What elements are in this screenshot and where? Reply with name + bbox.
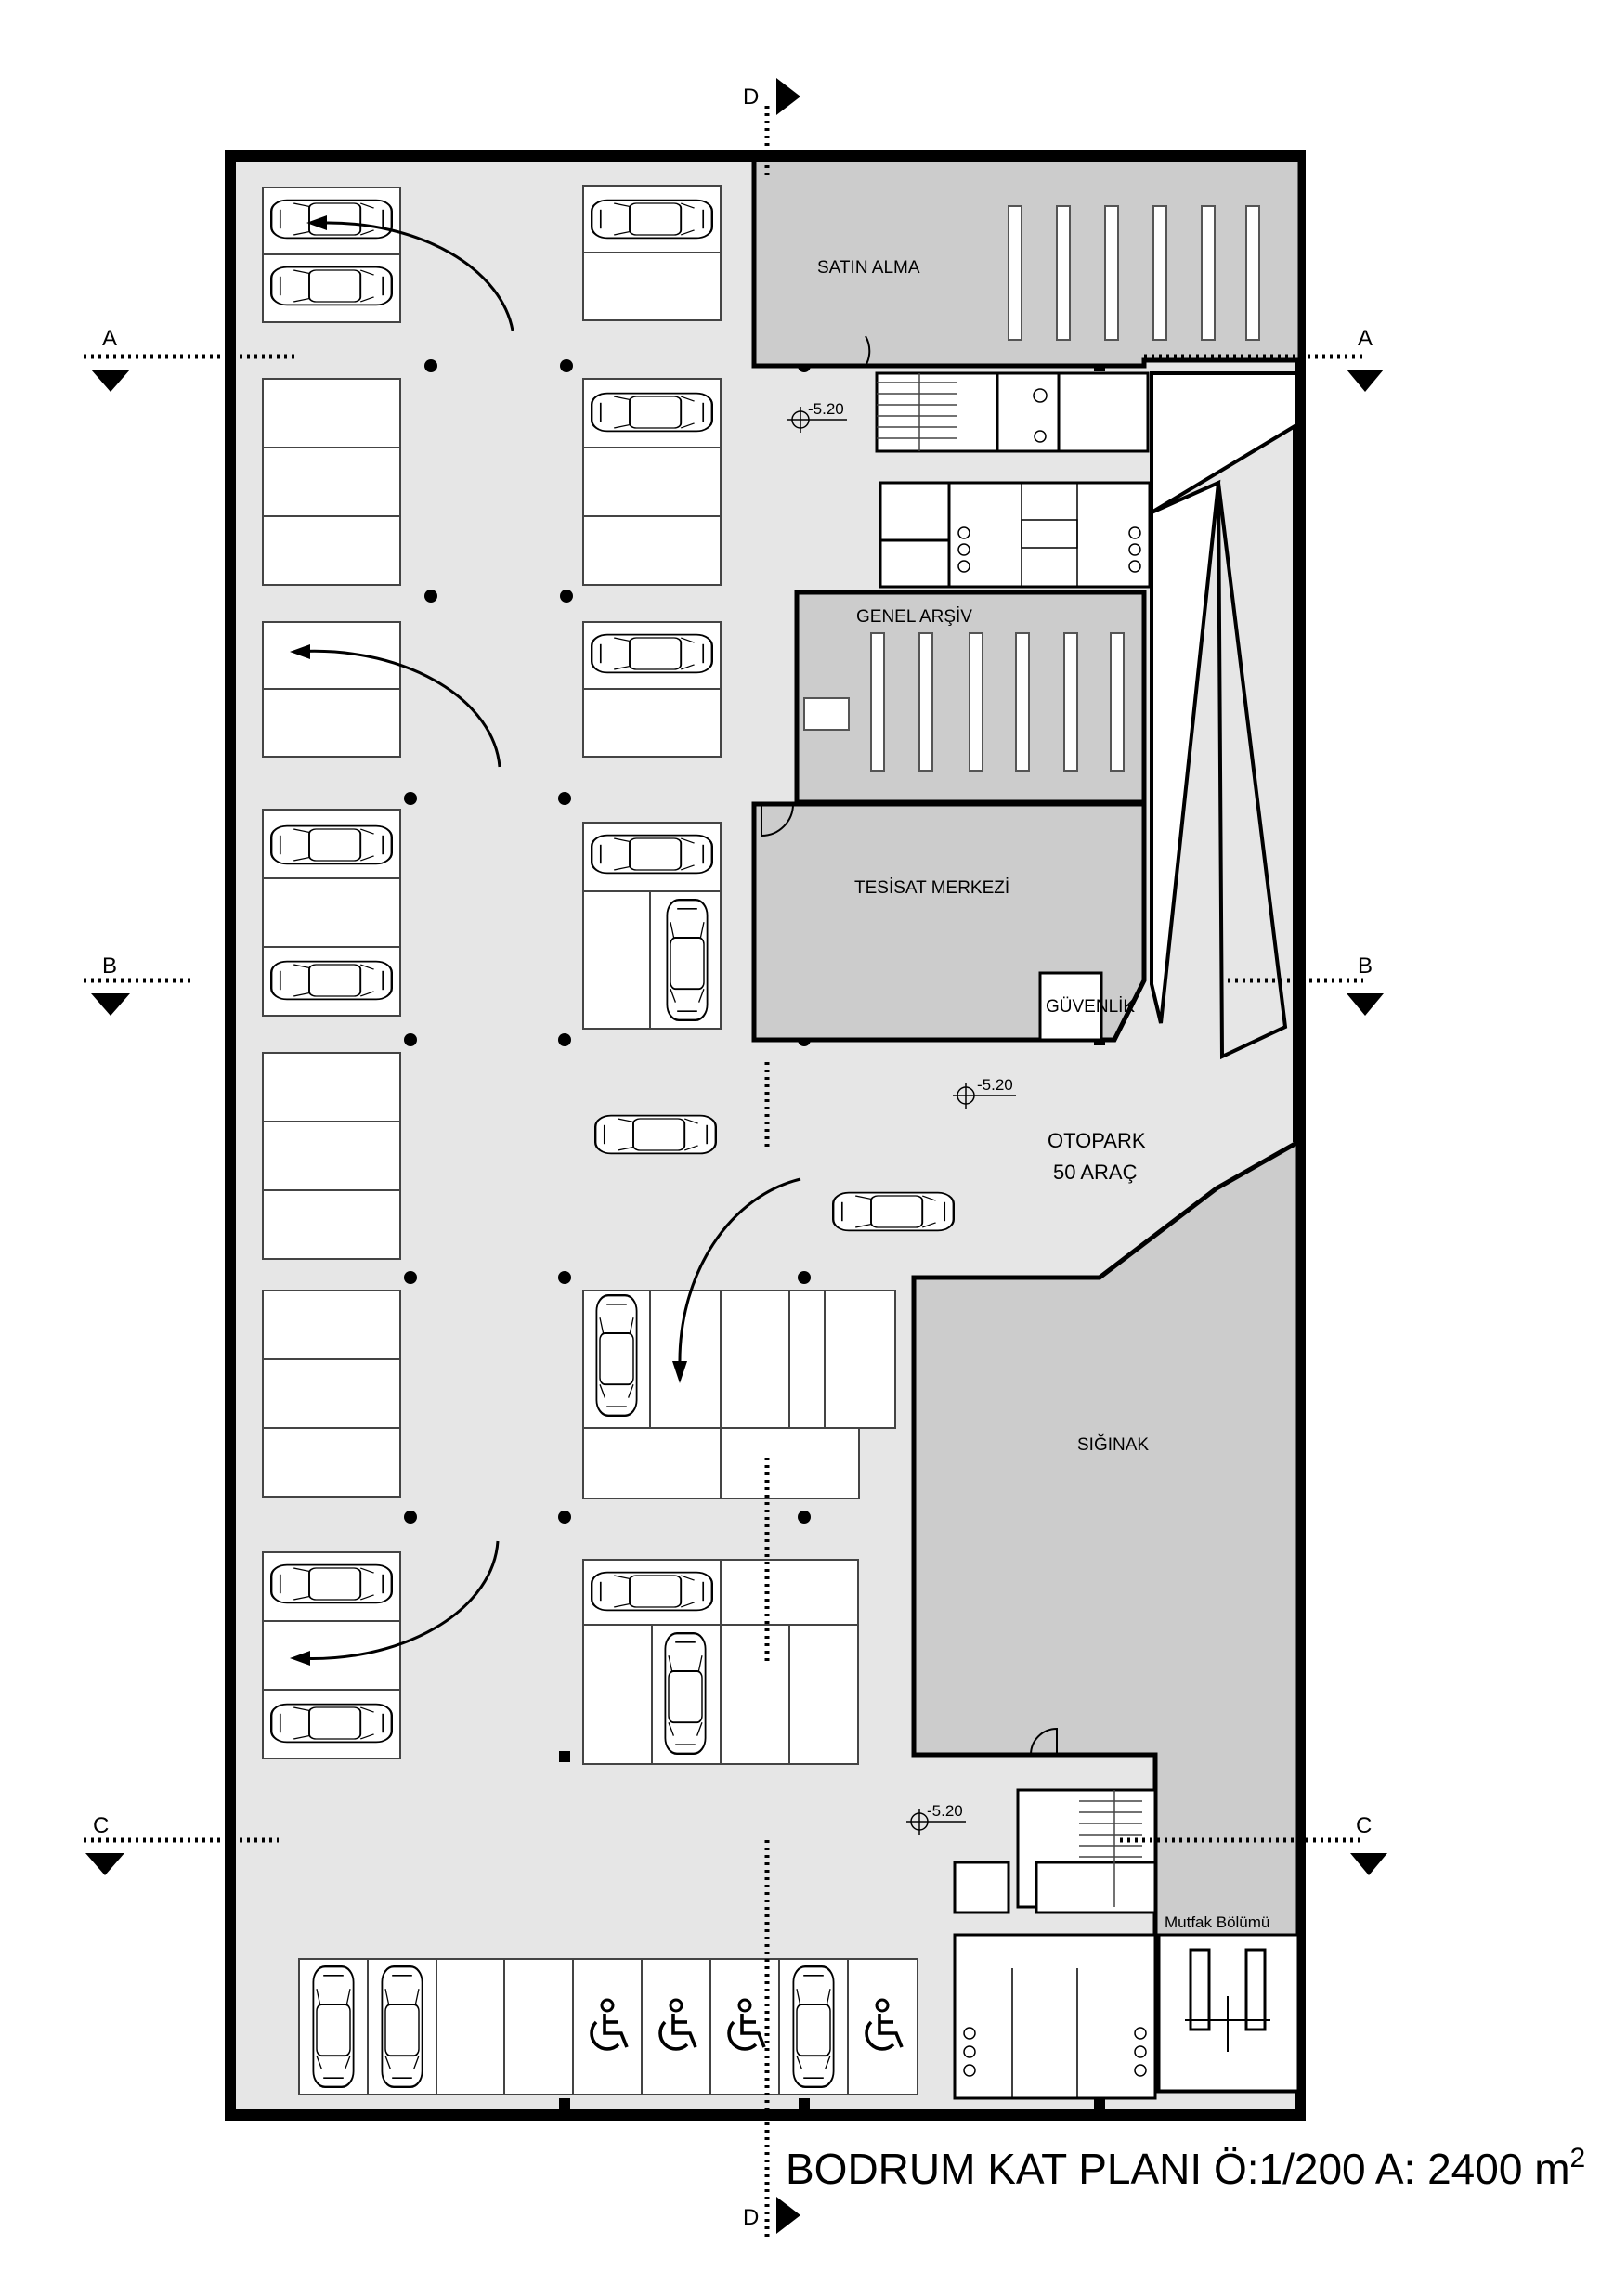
drawing-title-main: BODRUM KAT PLANI Ö:1/200 A: 2400 m [786,2145,1570,2193]
room-label-satin-alma: SATIN ALMA [817,258,920,278]
traffic-arrows [294,221,801,1661]
room-label-genel-arsiv: GENEL ARŞİV [856,607,972,627]
mechanical-room [751,801,1147,1043]
purchasing-room [751,157,1303,369]
level-label-top: -5.20 [808,400,844,418]
room-label-otopark-capacity: 50 ARAÇ [1053,1161,1138,1184]
entrance-ramp [1099,371,1300,1279]
archive-room [794,590,1147,805]
room-label-otopark: OTOPARK [1048,1129,1146,1152]
section-label-d-bottom: D [743,2205,759,2230]
section-label-b-left: B [102,953,117,979]
level-label-middle: -5.20 [977,1076,1013,1094]
kitchen-area [1157,1933,1300,2093]
section-label-c-right: C [1356,1813,1372,1838]
section-label-c-left: C [93,1813,109,1838]
level-label-bottom: -5.20 [927,1802,963,1820]
section-lines [84,106,1365,2238]
section-label-a-left: A [102,326,117,351]
stair-core-top [875,371,1152,589]
room-label-tesisat: TESİSAT MERKEZİ [854,878,1009,898]
level-markers [787,407,1016,1835]
room-label-siginak: SIĞINAK [1077,1434,1149,1455]
arrow-heads [290,215,687,1666]
section-markers [85,78,1387,2234]
stair-core-bottom [953,1727,1157,2100]
section-label-a-right: A [1358,326,1373,351]
drawing-title-superscript: 2 [1570,2143,1586,2173]
drawing-title: BODRUM KAT PLANI Ö:1/200 A: 2400 m2 [786,2143,1585,2193]
section-label-d-top: D [743,84,759,110]
section-label-b-right: B [1358,953,1373,979]
room-label-guvenlik: GÜVENLİK [1046,997,1135,1017]
room-label-mutfak: Mutfak Bölümü [1165,1913,1269,1931]
